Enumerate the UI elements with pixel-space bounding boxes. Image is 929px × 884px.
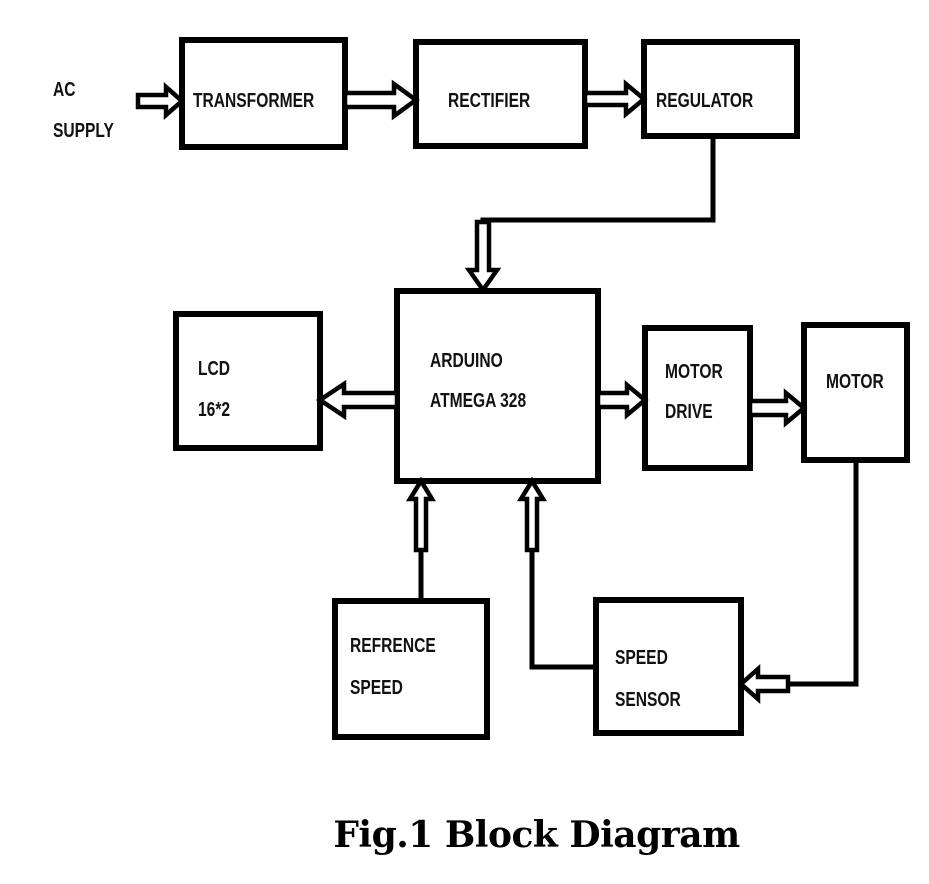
rectifier-block	[413, 39, 588, 149]
transformer-block	[179, 37, 348, 150]
motor-block	[801, 322, 910, 463]
arduino-to-lcd-arrow	[315, 379, 400, 421]
reference-speed-label-line2: SPEED	[350, 676, 403, 698]
reference-to-arduino-arrow	[405, 476, 437, 553]
regulator-label: REGULATOR	[656, 89, 753, 111]
motor-drive-block	[642, 325, 753, 471]
motor-label: MOTOR	[826, 370, 884, 392]
regulator-to-arduino-wire	[480, 136, 716, 245]
motor-drive-label-line1: MOTOR	[665, 360, 723, 382]
lcd-label-line2: 16*2	[198, 398, 230, 420]
reference-speed-block	[332, 598, 490, 740]
motor-to-sensor-wire	[788, 460, 859, 687]
speed-sensor-label-line1: SPEED	[615, 646, 668, 668]
figure-caption: Fig.1 Block Diagram	[0, 814, 929, 856]
arduino-label-line2: ATMEGA 328	[430, 389, 526, 411]
arduino-label-line1: ARDUINO	[430, 349, 503, 371]
rectifier-label: RECTIFIER	[448, 89, 530, 111]
speed-sensor-label-line2: SENSOR	[615, 688, 681, 710]
arduino-to-drive-arrow	[595, 380, 649, 420]
sensor-to-arduino-arrow	[516, 476, 548, 553]
regulator-block	[641, 39, 800, 139]
ac-to-transformer-arrow	[135, 82, 186, 120]
speed-sensor-block	[593, 597, 744, 736]
sensor-to-arduino-wire	[529, 548, 596, 670]
ac-supply-label-line2: SUPPLY	[53, 119, 114, 141]
transformer-label: TRANSFORMER	[193, 89, 314, 111]
lcd-label-line1: LCD	[198, 357, 230, 379]
ac-supply-label-line1: AC	[53, 78, 76, 100]
motor-to-sensor-arrow	[737, 664, 791, 704]
rectifier-to-regulator-arrow	[582, 79, 648, 119]
figure-caption-text: Fig.1 Block Diagram	[333, 814, 740, 856]
lcd-block	[173, 311, 323, 451]
reference-speed-label-line1: REFRENCE	[350, 634, 436, 656]
arduino-block	[394, 288, 601, 484]
transformer-to-rectifier-arrow	[342, 79, 420, 121]
regulator-to-arduino-arrow	[464, 219, 502, 294]
arrow-layer	[135, 79, 808, 704]
drive-to-motor-arrow	[747, 388, 808, 428]
motor-drive-label-line2: DRIVE	[665, 400, 713, 422]
